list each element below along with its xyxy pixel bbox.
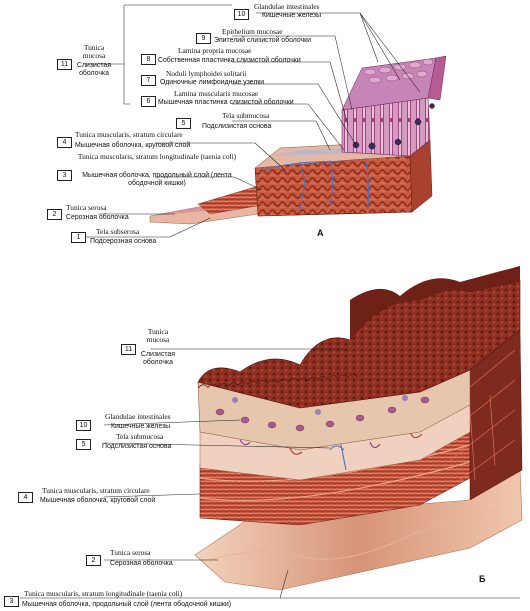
latin-term: Noduli lymphoidei solitarii <box>166 69 247 78</box>
russian-term: Мышечная оболочка, круговой слой <box>40 497 156 504</box>
russian-term: Подсерозная основа <box>90 238 157 245</box>
latin-term: Tela submucosa <box>222 111 270 120</box>
panel-a-leader-lines <box>84 4 421 238</box>
russian-term: Мышечная оболочка, круговой слой <box>75 142 191 149</box>
label-number: 3 <box>4 596 19 607</box>
label-number: 4 <box>18 492 33 503</box>
latin-term: Lamina propria mucosae <box>178 46 252 55</box>
label-number: 7 <box>141 75 156 86</box>
latin-term: Tunica muscularis, stratum longitudinale… <box>77 152 237 161</box>
label-number: 9 <box>196 33 211 44</box>
latin-term: Lamina muscularis mucosae <box>174 89 259 98</box>
label-number: 11 <box>121 344 136 355</box>
russian-term: Эпителий слизистой оболочки <box>214 37 311 44</box>
russian-term: Собственная пластинка слизистой оболочки <box>158 57 301 64</box>
latin-term: Tela subserosa <box>96 227 140 236</box>
latin-term: Tela submucosa <box>116 432 164 441</box>
label-number: 6 <box>141 96 156 107</box>
russian-term: Одиночные лимфоидные узелки <box>160 79 265 86</box>
label-number: 1 <box>71 232 86 243</box>
latin-term: Glandulae intestinales <box>105 412 171 421</box>
label-number: 8 <box>141 54 156 65</box>
panel-a-letter: А <box>317 228 324 238</box>
russian-term: Слизистая оболочка <box>77 62 111 78</box>
russian-term: Подслизистая основа <box>202 123 272 130</box>
russian-term: Мышечная оболочка, продольный слой (лент… <box>82 172 232 188</box>
russian-term: Мышечная пластинка слизистой оболочки <box>158 99 294 106</box>
latin-term: Tunica muscularis, stratum circulare <box>75 130 183 139</box>
label-number: 5 <box>176 118 191 129</box>
russian-term: Подслизистая основа <box>102 443 172 450</box>
latin-term: Epithelium mucosae <box>222 27 283 36</box>
panel-b-illustration <box>194 266 523 591</box>
russian-term: Кишечные железы <box>262 12 322 19</box>
label-number: 2 <box>86 555 101 566</box>
latin-term: Tunica muscularis, stratum circulare <box>42 486 150 495</box>
russian-term: Серозная оболочка <box>110 560 173 567</box>
label-number: 10 <box>234 9 249 20</box>
russian-term: Слизистая оболочка <box>141 351 175 367</box>
label-number: 11 <box>57 59 72 70</box>
label-number: 5 <box>76 439 91 450</box>
latin-term: Tunica mucosa <box>146 327 170 345</box>
label-number: 4 <box>57 137 72 148</box>
label-number: 10 <box>76 420 91 431</box>
russian-term: Кишечные железы <box>111 423 171 430</box>
panel-b-letter: Б <box>479 574 486 584</box>
russian-term: Серозная оболочка <box>66 214 129 221</box>
label-number: 3 <box>57 170 72 181</box>
latin-term: Tunica serosa <box>110 548 151 557</box>
latin-term: Glandulae intestinales <box>254 2 320 11</box>
latin-term: Tunica mucosa <box>82 43 106 61</box>
latin-term: Tunica serosa <box>66 203 107 212</box>
panel-a-illustration <box>149 55 447 225</box>
russian-term: Мышечная оболочка, продольный слой (лент… <box>22 601 232 608</box>
panel-b-leader-lines <box>20 348 520 599</box>
label-number: 2 <box>47 209 62 220</box>
latin-term: Tunica muscularis, stratum longitudinale… <box>24 589 183 598</box>
